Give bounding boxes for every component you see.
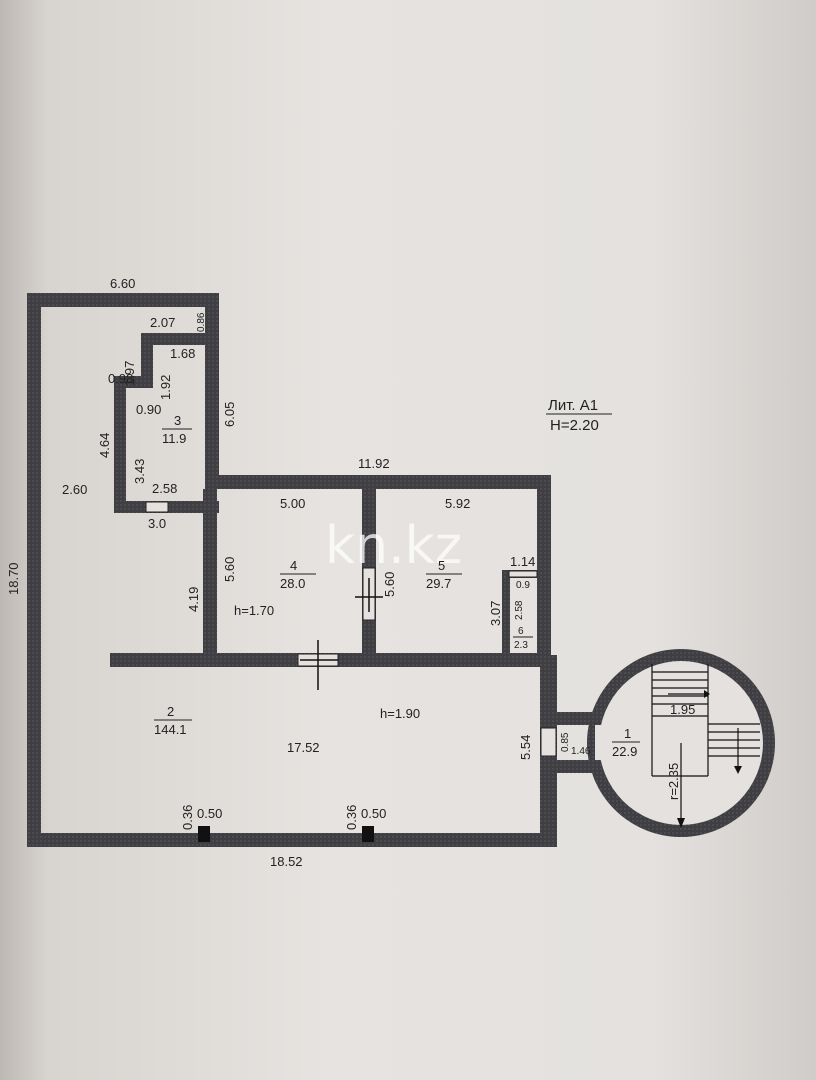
room-4-area: 28.0 xyxy=(280,576,305,591)
dim-room6-height: 3.07 xyxy=(488,601,503,626)
dim-room3-left: 4.64 xyxy=(97,433,112,458)
room-2-number: 2 xyxy=(167,704,174,719)
room-3-number: 3 xyxy=(174,413,181,428)
room-1-number: 1 xyxy=(624,726,631,741)
dim-room3-top: 2.07 xyxy=(150,315,175,330)
dim-room3-upper-w: 1.68 xyxy=(170,346,195,361)
dim-room3-upper-h: 1.92 xyxy=(158,375,173,400)
window-marks xyxy=(198,826,374,842)
dim-window1-width: 0.50 xyxy=(197,806,222,821)
watermark: kn.kz xyxy=(325,516,462,576)
dim-window2-depth: 0.36 xyxy=(344,805,359,830)
dim-radius: r=2.35 xyxy=(666,763,681,800)
dim-top-right: 11.92 xyxy=(358,456,390,471)
labels: Лит. А1 H=2.20 kn.kz 1 22.9 2 144.1 3 11… xyxy=(6,276,695,869)
dim-room5-width: 5.92 xyxy=(445,496,470,511)
room-4-number: 4 xyxy=(290,558,297,573)
dim-left-strip: 2.60 xyxy=(62,482,87,497)
dim-passage-l: 1.46 xyxy=(571,746,591,757)
dim-stair-w: 1.95 xyxy=(670,702,695,717)
title-height: H=2.20 xyxy=(550,417,599,434)
dim-room3-top-side: 0.86 xyxy=(196,312,207,332)
dim-hall-length: 17.52 xyxy=(287,740,320,755)
dim-room3-height: 3.43 xyxy=(132,459,147,484)
openings xyxy=(145,501,557,757)
room-1-area: 22.9 xyxy=(612,744,637,759)
dim-right-wing: 6.05 xyxy=(222,402,237,427)
room-6-area: 2.3 xyxy=(514,640,528,651)
room-2-area: 144.1 xyxy=(154,722,187,737)
dim-room3-inner: 0.90 xyxy=(136,402,161,417)
dim-room6-inner: 2.58 xyxy=(514,600,525,620)
dim-window2-width: 0.50 xyxy=(361,806,386,821)
room-2-height: h=1.90 xyxy=(380,706,420,721)
dim-room5-height: 5.60 xyxy=(382,572,397,597)
stair-arrows xyxy=(677,690,742,828)
room-6-number: 6 xyxy=(518,626,524,637)
dim-room3-door: 3.0 xyxy=(148,516,166,531)
dim-hall-height: 5.54 xyxy=(518,735,533,760)
dim-left-height: 18.70 xyxy=(6,562,21,595)
dim-room4-width: 5.00 xyxy=(280,496,305,511)
dim-room6-width: 1.14 xyxy=(510,554,535,569)
dim-room3-bottom: 2.58 xyxy=(152,481,177,496)
dim-window1-depth: 0.36 xyxy=(180,805,195,830)
dim-bottom-width: 18.52 xyxy=(270,854,303,869)
dim-corridor-wall: 4.19 xyxy=(186,587,201,612)
dim-room3-step-h: 0.98 xyxy=(108,371,133,386)
room-3-area: 11.9 xyxy=(162,431,186,446)
dim-passage-w: 0.85 xyxy=(560,732,571,752)
dim-room3-step-w: 1.97 xyxy=(122,361,137,386)
door-crosses xyxy=(300,578,383,690)
title-letter: Лит. А1 xyxy=(548,397,598,414)
dim-room6-depth: 0.9 xyxy=(516,580,530,591)
stair-steps xyxy=(651,664,760,826)
room-4-height: h=1.70 xyxy=(234,603,274,618)
room-5-area: 29.7 xyxy=(426,576,451,591)
room-5-number: 5 xyxy=(438,558,445,573)
dim-room4-height: 5.60 xyxy=(222,557,237,582)
dim-top-width: 6.60 xyxy=(110,276,135,291)
